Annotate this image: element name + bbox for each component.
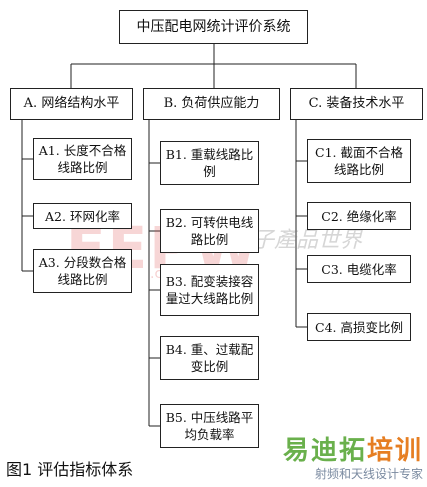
indicator-c2: C2. 绝缘化率 [307,202,411,230]
indicator-c1: C1. 截面不合格线路比例 [307,139,411,183]
branch-b-node: B. 负荷供应能力 [143,88,280,120]
root-node-label: 中压配电网统计评价系统 [136,19,291,35]
indicator-b3-label: B3. 配变装接容量过大线路比例 [165,274,254,306]
branch-a-node: A. 网络结构水平 [10,88,133,120]
indicator-b4-label: B4. 重、过载配变比例 [165,342,254,374]
branch-c-label: C. 装备技术水平 [308,96,405,111]
brand-name-part1: 易迪拓 [282,436,367,466]
brand-name-part2: 培训 [366,436,423,466]
indicator-b5-label: B5. 中压线路平均负载率 [165,410,254,442]
indicator-c3-label: C3. 电缆化率 [321,261,397,277]
indicator-c4-label: C4. 高损变比例 [315,319,403,335]
indicator-b1: B1. 重载线路比例 [160,141,259,185]
indicator-b5: B5. 中压线路平均负载率 [160,404,259,448]
indicator-a3-label: A3. 分段数合格线路比例 [38,255,127,287]
branch-c-node: C. 装备技术水平 [290,88,423,120]
indicator-a1-label: A1. 长度不合格线路比例 [38,143,127,175]
indicator-c4: C4. 高损变比例 [307,313,411,341]
figure-caption: 图1 评估指标体系 [6,460,134,479]
branch-b-label: B. 负荷供应能力 [163,96,260,111]
branch-a-label: A. 网络结构水平 [23,96,120,111]
brand-tagline: 射频和天线设计专家 [314,467,423,481]
indicator-a2: A2. 环网化率 [33,203,132,229]
indicator-b2-label: B2. 可转供电线路比例 [165,215,254,247]
indicator-a1: A1. 长度不合格线路比例 [33,138,132,180]
indicator-c3: C3. 电缆化率 [307,255,411,283]
indicator-a3: A3. 分段数合格线路比例 [33,249,132,293]
indicator-b3: B3. 配变装接容量过大线路比例 [160,264,259,316]
indicator-c1-label: C1. 截面不合格线路比例 [315,145,403,177]
root-node: 中压配电网统计评价系统 [119,10,308,44]
indicator-c2-label: C2. 绝缘化率 [321,208,397,224]
indicator-b2: B2. 可转供电线路比例 [160,209,259,253]
indicator-a2-label: A2. 环网化率 [45,208,120,224]
brand-logo: 易迪拓培训 射频和天线设计专家 [283,430,423,482]
indicator-b4: B4. 重、过载配变比例 [160,336,259,380]
indicator-b1-label: B1. 重载线路比例 [165,147,254,179]
